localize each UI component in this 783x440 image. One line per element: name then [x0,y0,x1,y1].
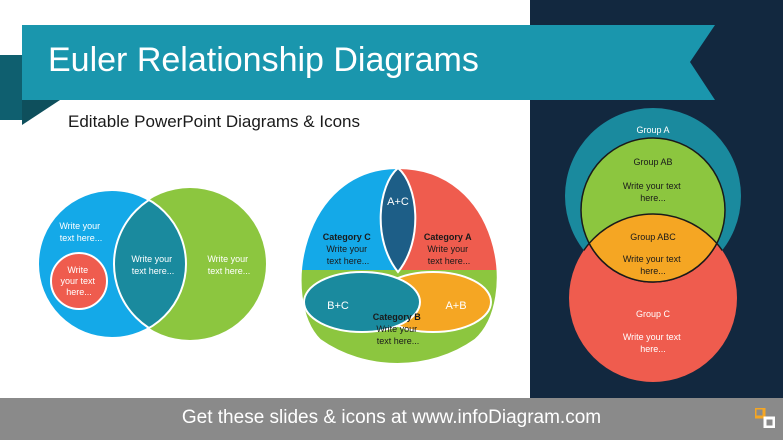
infodiagram-logo-icon [755,408,775,428]
svg-text:Category B Write your: Category B Write your text here... [373,312,424,346]
venn-inner-circle [50,252,108,310]
svg-text:Write your text here...: Write your text here... [623,332,683,354]
category-diagram: A+C A+B B+C Category C Write your text h… [299,166,499,365]
svg-text:Write your text here...: Write your text here... [623,254,683,276]
group-c-text-2: here... [640,344,666,354]
group-ab-text-1: Write your text [623,181,681,191]
venn-inner-text-3: here... [66,287,92,297]
title-banner [0,25,715,125]
venn-left-text-1: Write your [59,221,100,231]
bc-region [303,271,421,333]
category-c-text-2: text here... [327,256,370,266]
svg-text:Category C Write your: Category C Write your text here... [323,232,374,266]
bc-label: B+C [327,300,349,312]
banner-fold-dark [0,55,22,120]
group-diagram: Group A Group AB Write your text here...… [565,108,741,382]
svg-text:Write your text here...: Write your text here... [623,181,683,203]
ab-label: A+B [445,300,466,312]
venn-right-text-1: Write your [207,254,248,264]
group-abc-text-1: Write your text [623,254,681,264]
group-c-text-1: Write your text [623,332,681,342]
category-a-text-1: Write your [427,244,468,254]
svg-text:Write your text here...: Write your text here... [207,254,250,276]
category-c-text-1: Write your [326,244,367,254]
venn-intersection-text-2: text here... [132,266,175,276]
ac-region [379,168,417,274]
group-ab-label: Group AB [633,157,672,167]
group-ab-text-2: here... [640,193,666,203]
svg-text:Write your text here...: Write your text here... [131,254,174,276]
category-b-text-2: text here... [377,336,420,346]
group-c-label: Group C [636,309,671,319]
venn-inner-text-1: Write [67,265,88,275]
group-abc-text-2: here... [640,266,666,276]
banner-ribbon [22,25,715,100]
venn-intersection-text-1: Write your [131,254,172,264]
diagrams-canvas: Write your text here... Write your text … [37,108,741,382]
venn-left-outline [37,189,187,339]
page-title: Euler Relationship Diagrams [48,41,479,79]
category-b-title: Category B [373,312,422,322]
category-c-title: Category C [323,232,372,242]
svg-text:Write your text he: Write your text here... [60,265,97,297]
category-a-text-2: text here... [428,256,471,266]
group-a-label: Group A [636,125,669,135]
footer-bar: Get these slides & icons at www.infoDiag… [0,398,783,440]
page-subtitle: Editable PowerPoint Diagrams & Icons [68,112,360,131]
group-abc-region [580,214,726,283]
svg-text:Write your text here...: Write your text here... [59,221,102,243]
category-a-title: Category A [424,232,472,242]
venn-right-text-2: text here... [208,266,251,276]
venn-inner-text-2: your text [60,276,95,286]
ac-label: A+C [387,196,409,208]
footer-link-text[interactable]: Get these slides & icons at www.infoDiag… [181,407,602,428]
category-outline [299,166,499,365]
group-abc-label: Group ABC [630,232,676,242]
venn-diagram: Write your text here... Write your text … [37,188,266,340]
venn-intersection [113,190,186,338]
category-b-text-1: Write your [376,324,417,334]
banner-fold-shadow [22,100,60,125]
svg-text:Category A Write your: Category A Write your text here... [424,232,474,266]
group-c-outline [568,213,738,284]
venn-left-text-2: text here... [60,233,103,243]
